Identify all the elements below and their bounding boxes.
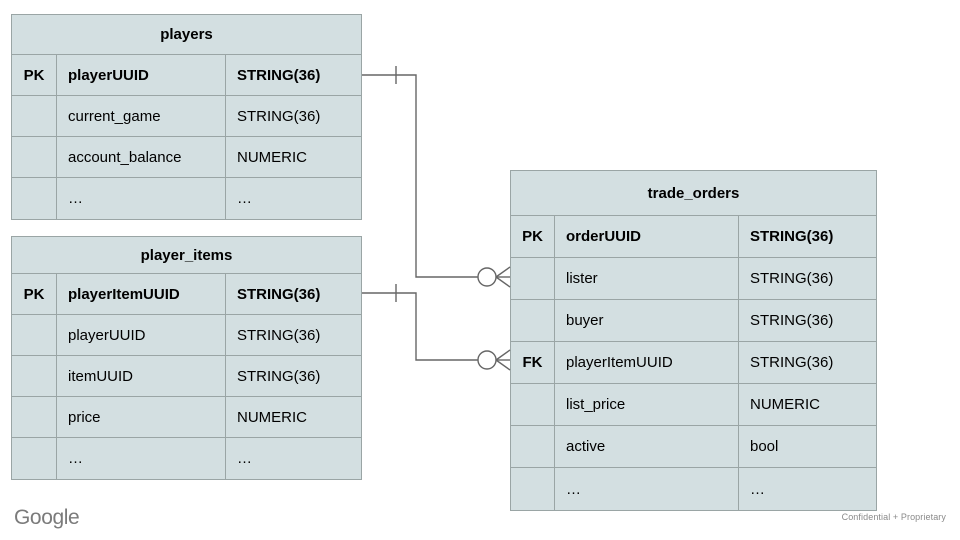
entity-table-players[interactable]: players PK playerUUID STRING(36) current… — [11, 14, 362, 220]
row-key — [12, 397, 57, 437]
entity-title-players: players — [12, 15, 361, 55]
row-name: playerItemUUID — [57, 274, 226, 314]
table-row[interactable]: … … — [12, 178, 361, 219]
row-type: STRING(36) — [237, 285, 321, 303]
row-type: STRING(36) — [237, 107, 321, 125]
row-type: … — [237, 450, 252, 467]
table-row[interactable]: current_game STRING(36) — [12, 96, 361, 137]
cardinality-zero-or-many-lister — [477, 266, 511, 288]
row-key: PK — [12, 274, 57, 314]
table-row[interactable]: buyer STRING(36) — [511, 300, 876, 342]
row-type: STRING(36) — [237, 66, 321, 84]
confidentiality-note: Confidential + Proprietary — [841, 512, 946, 522]
row-type: … — [750, 480, 765, 498]
row-name: current_game — [57, 96, 226, 136]
row-name: active — [555, 426, 739, 467]
row-type: STRING(36) — [750, 354, 834, 371]
table-row[interactable]: … … — [511, 468, 876, 510]
row-type: NUMERIC — [237, 408, 307, 426]
row-key: PK — [12, 55, 57, 95]
row-name: playerUUID — [57, 55, 226, 95]
table-row[interactable]: playerUUID STRING(36) — [12, 315, 361, 356]
row-type: STRING(36) — [750, 228, 834, 245]
table-row[interactable]: price NUMERIC — [12, 397, 361, 438]
row-type: bool — [750, 438, 779, 455]
row-key — [511, 300, 555, 341]
cardinality-zero-or-many-player-item — [477, 349, 511, 371]
row-key: FK — [511, 342, 555, 383]
row-name: … — [57, 438, 226, 479]
row-name: … — [555, 468, 739, 510]
table-row[interactable]: … … — [12, 438, 361, 479]
row-name: account_balance — [57, 137, 226, 177]
row-name: itemUUID — [57, 356, 226, 396]
row-key — [12, 137, 57, 177]
row-key — [511, 426, 555, 467]
table-row[interactable]: PK playerUUID STRING(36) — [12, 55, 361, 96]
row-key — [12, 356, 57, 396]
table-row[interactable]: list_price NUMERIC — [511, 384, 876, 426]
row-type: NUMERIC — [237, 148, 307, 166]
table-row[interactable]: active bool — [511, 426, 876, 468]
row-key — [12, 96, 57, 136]
table-row[interactable]: account_balance NUMERIC — [12, 137, 361, 178]
row-type: STRING(36) — [750, 270, 834, 287]
row-name: playerUUID — [57, 315, 226, 355]
row-name: … — [57, 178, 226, 219]
row-type: STRING(36) — [237, 326, 321, 344]
row-key — [12, 315, 57, 355]
row-key — [12, 438, 57, 479]
row-name: playerItemUUID — [555, 342, 739, 383]
table-row[interactable]: PK orderUUID STRING(36) — [511, 216, 876, 258]
table-row[interactable]: PK playerItemUUID STRING(36) — [12, 274, 361, 315]
row-type: STRING(36) — [750, 312, 834, 329]
row-name: buyer — [555, 300, 739, 341]
row-type: … — [237, 190, 252, 207]
row-name: list_price — [555, 384, 739, 425]
row-key — [511, 258, 555, 299]
row-type: NUMERIC — [750, 396, 820, 413]
row-key — [511, 384, 555, 425]
row-key — [511, 468, 555, 510]
table-row[interactable]: FK playerItemUUID STRING(36) — [511, 342, 876, 384]
row-key: PK — [511, 216, 555, 257]
entity-table-player-items[interactable]: player_items PK playerItemUUID STRING(36… — [11, 236, 362, 480]
relationship-player-items-to-trade-orders[interactable] — [362, 284, 478, 361]
row-name: price — [57, 397, 226, 437]
relationship-players-to-trade-orders[interactable] — [362, 66, 478, 278]
entity-table-trade-orders[interactable]: trade_orders PK orderUUID STRING(36) lis… — [510, 170, 877, 511]
table-row[interactable]: lister STRING(36) — [511, 258, 876, 300]
entity-title-trade-orders: trade_orders — [511, 171, 876, 216]
row-key — [12, 178, 57, 219]
row-name: lister — [555, 258, 739, 299]
table-row[interactable]: itemUUID STRING(36) — [12, 356, 361, 397]
google-logo: Google — [14, 506, 80, 529]
entity-title-player-items: player_items — [12, 237, 361, 274]
row-name: orderUUID — [555, 216, 739, 257]
row-type: STRING(36) — [237, 367, 321, 385]
